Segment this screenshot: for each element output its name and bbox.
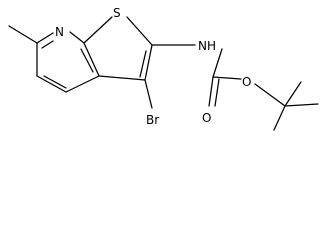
bond-c-o-double-a xyxy=(208,76,214,107)
bond-tbu-down xyxy=(273,105,286,131)
bond-tbu-right xyxy=(284,103,319,107)
atom-label-o-ester: O xyxy=(242,75,251,89)
atom-label-n: N xyxy=(55,25,64,39)
bonds xyxy=(8,16,319,131)
bond-pyridine-c4-c3a xyxy=(65,75,100,93)
bond-pyridine-n-c7a xyxy=(69,31,85,44)
bond-pyridine-c5-c4 xyxy=(36,75,67,93)
bond-methyl xyxy=(8,25,38,44)
bond-nh-c xyxy=(212,48,223,78)
atom-label-br: Br xyxy=(146,113,159,127)
chemical-structure: N S NH Br O O xyxy=(8,6,319,131)
bond-pyridine-c6-n xyxy=(36,32,54,44)
bond-thiophene-c2-c3-inner xyxy=(139,50,147,78)
bond-thiophene-c7a-s xyxy=(83,16,113,44)
atom-label-nh: NH xyxy=(198,39,216,53)
bond-c3-br xyxy=(144,79,153,109)
bond-c-o-ester xyxy=(212,76,242,80)
atom-label-o-carbonyl: O xyxy=(202,111,211,125)
bond-thiophene-s-c2 xyxy=(126,16,153,46)
bond-pyridine-c6-n-inner xyxy=(41,40,54,49)
atom-label-s: S xyxy=(113,6,121,20)
bond-thiophene-c2-c3 xyxy=(144,44,153,81)
bond-pyridine-c3a-c7a-inner xyxy=(80,48,94,73)
structure-svg: N S NH Br O O xyxy=(8,6,319,131)
atom-labels: N S NH Br O O xyxy=(55,6,251,127)
bond-pyridine-c5-c4-inner xyxy=(43,75,67,89)
bond-tbu-up xyxy=(284,81,302,107)
bond-o-tbu xyxy=(254,83,286,107)
bond-c-o-double-b xyxy=(214,78,220,107)
bond-pyridine-c3a-c7a xyxy=(83,42,100,77)
bond-thiophene-c3-c3a xyxy=(98,75,146,81)
